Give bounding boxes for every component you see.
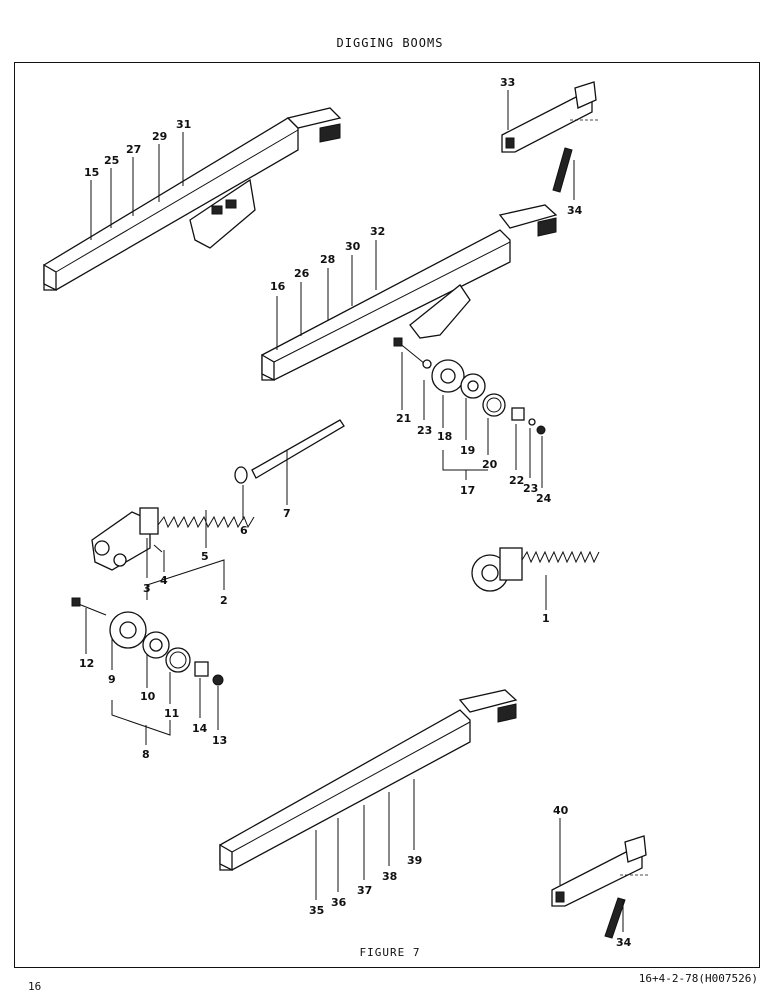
callout-1: 1: [542, 612, 550, 625]
callout-27: 27: [126, 143, 141, 156]
callout-30: 30: [345, 240, 361, 253]
spring-assembly-2: [91, 419, 345, 571]
callout-23a: 23: [417, 424, 432, 437]
callout-19: 19: [460, 444, 475, 457]
page-title: DIGGING BOOMS: [336, 36, 444, 50]
boom-35: [219, 689, 518, 872]
spring-assembly-1: [471, 547, 600, 592]
callout-6: 6: [240, 524, 248, 537]
sprocket-assembly-8: [71, 597, 224, 686]
callout-24: 24: [536, 492, 552, 505]
callout-39: 39: [407, 854, 422, 867]
callout-34b: 34: [616, 936, 632, 949]
callout-33: 33: [500, 76, 515, 89]
leader-lines: [85, 90, 624, 932]
callout-8: 8: [142, 748, 150, 761]
callout-14: 14: [192, 722, 208, 735]
callout-18: 18: [437, 430, 452, 443]
callout-4: 4: [160, 574, 168, 587]
figure-frame: [14, 62, 760, 968]
bracket-40: [551, 835, 650, 939]
callout-28: 28: [320, 253, 335, 266]
callout-7: 7: [283, 507, 291, 520]
callout-3: 3: [143, 582, 151, 595]
callout-29: 29: [152, 130, 167, 143]
bracket-33: [501, 81, 600, 193]
callout-40: 40: [553, 804, 569, 817]
callout-10: 10: [140, 690, 156, 703]
document-code: 16+4-2-78(H007526): [638, 972, 758, 985]
callout-22: 22: [509, 474, 524, 487]
callout-31: 31: [176, 118, 191, 131]
callout-21: 21: [396, 412, 411, 425]
boom-15: [43, 107, 342, 292]
callout-32: 32: [370, 225, 385, 238]
page-number: 16: [28, 980, 42, 993]
callout-38: 38: [382, 870, 397, 883]
callout-34a: 34: [567, 204, 583, 217]
callout-25: 25: [104, 154, 119, 167]
callout-12: 12: [79, 657, 94, 670]
callout-9: 9: [108, 673, 116, 686]
callout-13: 13: [212, 734, 227, 747]
callout-11: 11: [164, 707, 179, 720]
callout-15: 15: [84, 166, 99, 179]
sprocket-assembly-17: [393, 337, 546, 435]
callout-23b: 23: [523, 482, 538, 495]
boom-16: [261, 204, 558, 382]
callout-2: 2: [220, 594, 228, 607]
callout-26: 26: [294, 267, 310, 280]
callout-5: 5: [201, 550, 209, 563]
callout-37: 37: [357, 884, 372, 897]
callout-20: 20: [482, 458, 498, 471]
callout-17: 17: [460, 484, 475, 497]
callout-16: 16: [270, 280, 286, 293]
callout-36: 36: [331, 896, 347, 909]
figure-caption: FIGURE 7: [359, 946, 421, 959]
callout-35: 35: [309, 904, 324, 917]
